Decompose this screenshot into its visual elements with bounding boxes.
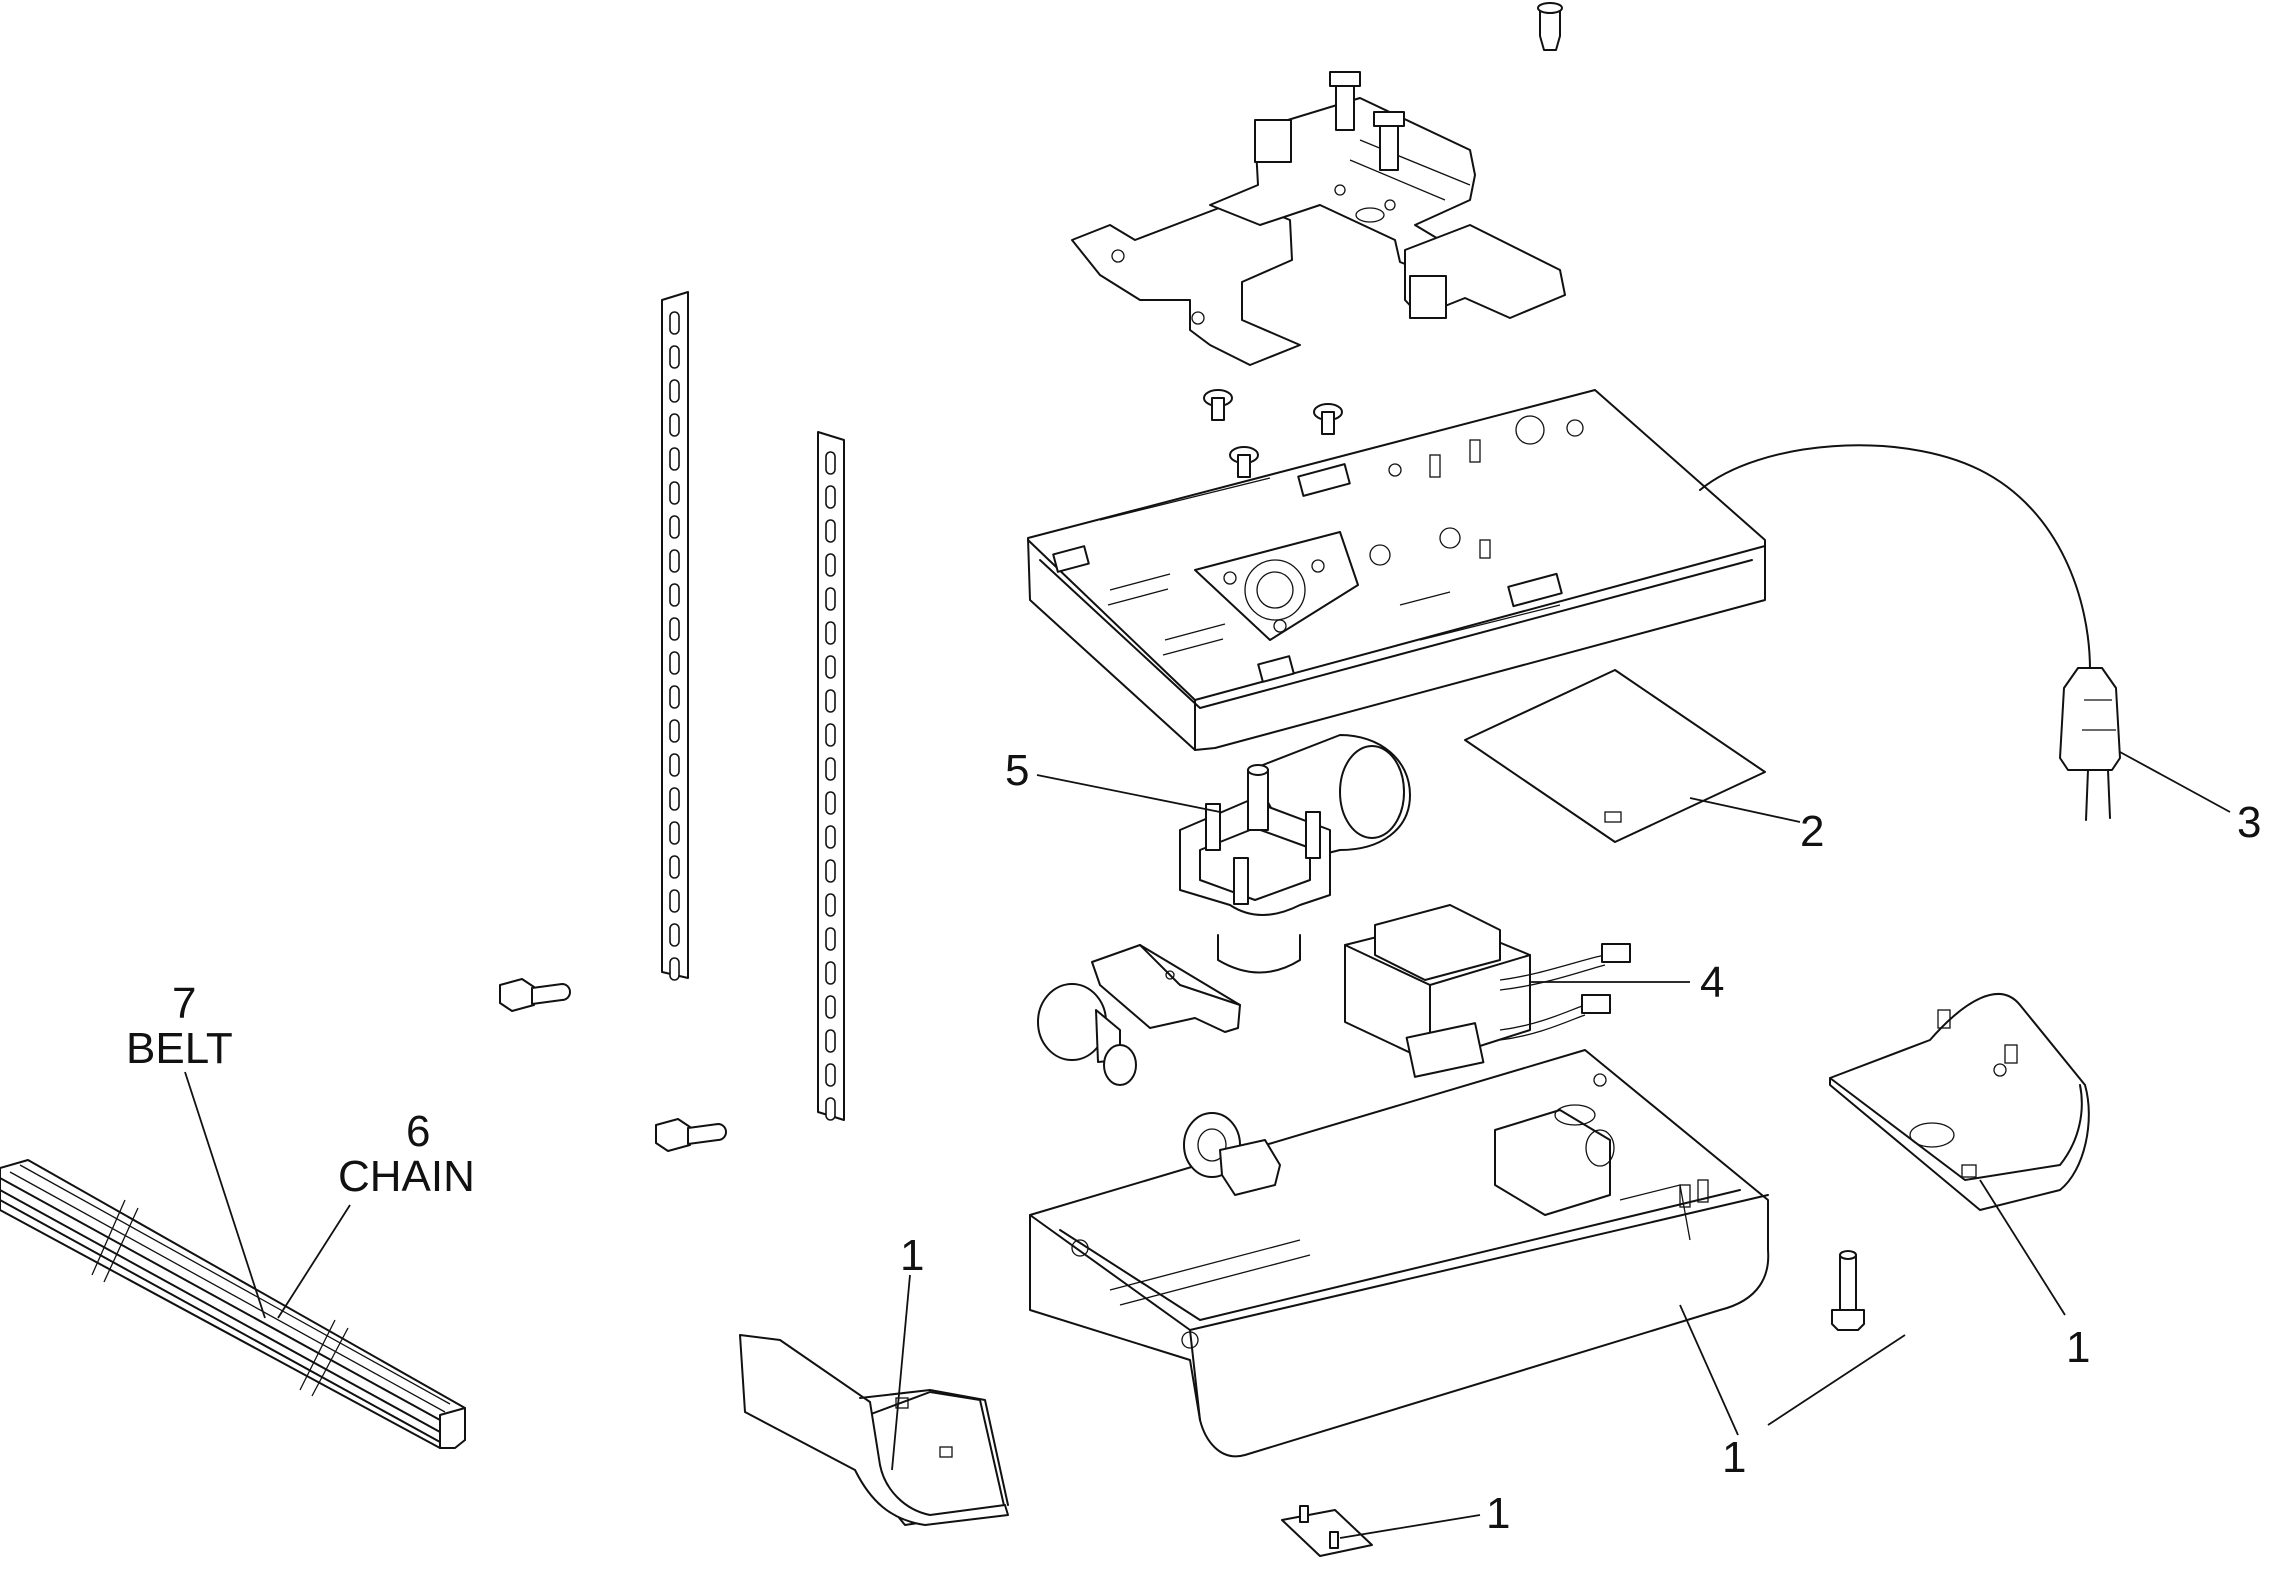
transformer (1344, 904, 1631, 1078)
callouts: 5 2 3 4 1 1 1 1 7 BELT 6 CHAIN (126, 746, 2261, 1538)
strap-slot (669, 617, 680, 641)
callout-3: 3 (2237, 798, 2261, 847)
end-cover-left (739, 1334, 1009, 1526)
strap-slot (669, 719, 680, 743)
pulley-trolley (1183, 1112, 1281, 1196)
strap-slot (825, 791, 836, 815)
strap-slot (669, 379, 680, 403)
circuit-board (1464, 669, 1766, 843)
light-cover-bracket (1091, 944, 1241, 1033)
strap-slot (825, 927, 836, 951)
rail-track (0, 1159, 466, 1449)
strap-slot (669, 753, 680, 777)
strap-slot (825, 1029, 836, 1053)
callout-1-clip: 1 (1486, 1489, 1510, 1538)
small-clip (1281, 1505, 1373, 1557)
strap-slot (825, 723, 836, 747)
power-cord (1699, 444, 2121, 821)
upper-housing (1027, 389, 1766, 751)
strap-slot (669, 685, 680, 709)
strap-slot (825, 757, 836, 781)
strap-slot (669, 515, 680, 539)
perforated-strap-right (817, 431, 845, 1121)
strap-slot (825, 553, 836, 577)
motor-gear-unit (1179, 734, 1411, 974)
strap-slot (669, 957, 680, 981)
leader-lines (184, 751, 2231, 1539)
strap-slot (669, 889, 680, 913)
callout-6: 6 (406, 1107, 430, 1156)
strap-slot (825, 655, 836, 679)
strap-slot (825, 485, 836, 509)
vertical-screw (1831, 1250, 1865, 1331)
strap-slot (669, 549, 680, 573)
callout-1-housing: 1 (1722, 1433, 1746, 1482)
strap-slot (669, 583, 680, 607)
strap-slot (669, 447, 680, 471)
strap-slot (669, 311, 680, 335)
mounting-bracket (1071, 71, 1566, 366)
callout-1-right-cover: 1 (2066, 1323, 2090, 1372)
strap-slot (669, 855, 680, 879)
bracket-screws (1203, 389, 1343, 478)
lamp-bulb (1037, 983, 1137, 1086)
strap-slot (669, 345, 680, 369)
strap-slot (825, 1063, 836, 1087)
strap-slot (825, 621, 836, 645)
strap-slot (825, 451, 836, 475)
top-pin-screw (1537, 2, 1563, 51)
strap-slot (825, 689, 836, 713)
strap-slot (825, 825, 836, 849)
callout-7: 7 (172, 979, 196, 1028)
strap-slot (825, 893, 836, 917)
perforated-strap-left (661, 291, 689, 981)
strap-slot (825, 1097, 836, 1121)
strap-slot (825, 587, 836, 611)
lower-housing (1029, 1049, 1770, 1458)
callout-7-label: BELT (126, 1024, 233, 1073)
hex-bolt-upper (499, 978, 571, 1012)
strap-slot (825, 961, 836, 985)
callout-6-label: CHAIN (338, 1152, 475, 1201)
strap-slot (825, 519, 836, 543)
end-cover-right (1829, 993, 2090, 1211)
callout-4: 4 (1700, 958, 1724, 1007)
strap-slot (669, 651, 680, 675)
strap-slot (669, 787, 680, 811)
strap-slot (669, 481, 680, 505)
strap-slot (669, 923, 680, 947)
strap-slot (669, 821, 680, 845)
strap-slot (825, 859, 836, 883)
strap-slot (825, 995, 836, 1019)
hex-bolt-lower (655, 1118, 727, 1152)
callout-2: 2 (1800, 807, 1824, 856)
callout-1-left-cover: 1 (900, 1231, 924, 1280)
strap-slot (669, 413, 680, 437)
callout-5: 5 (1005, 746, 1029, 795)
